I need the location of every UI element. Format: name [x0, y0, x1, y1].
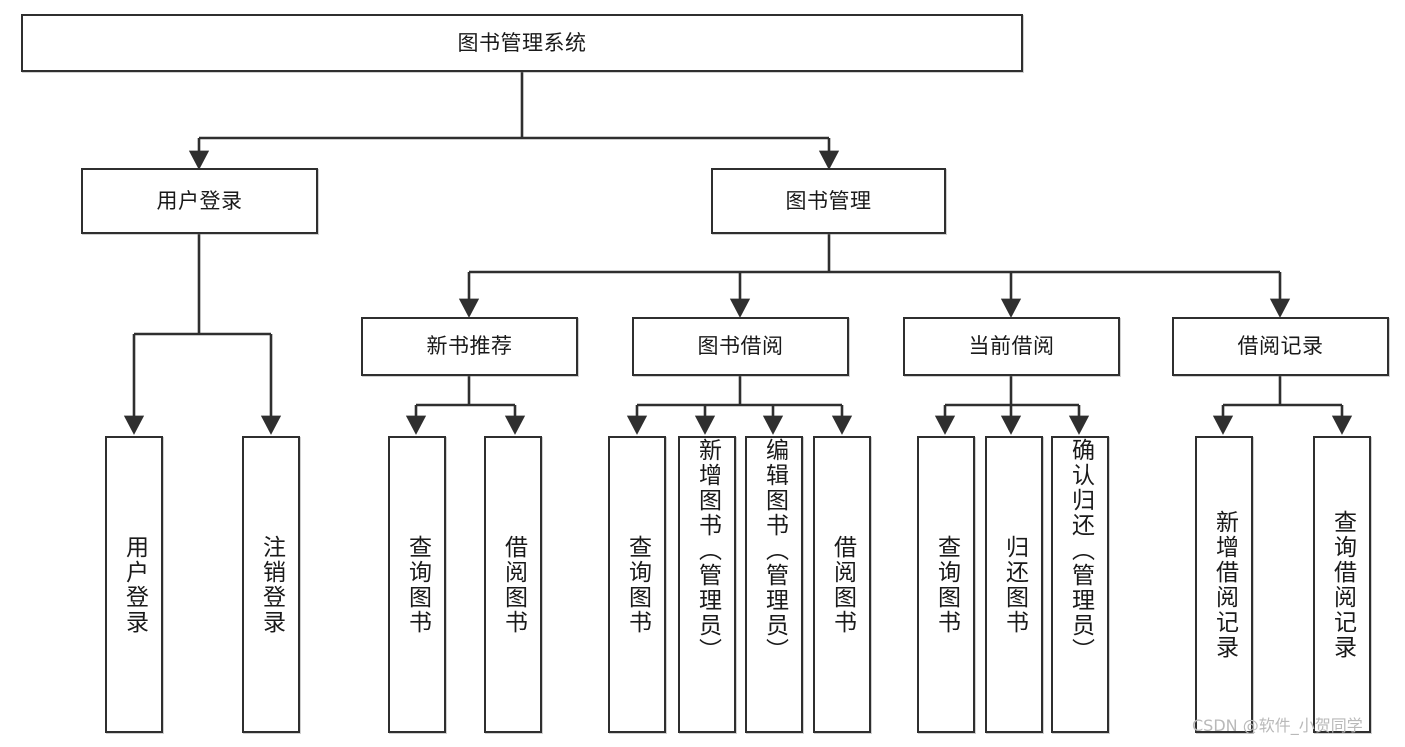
node-label: 查询图书 — [624, 534, 651, 635]
node-label: 用户登录 — [121, 534, 148, 635]
node-label: 借阅图书 — [829, 534, 856, 635]
node-leaf-add-book-admin[interactable]: 新增图书（管理员） — [678, 436, 736, 733]
node-label: 查询借阅记录 — [1329, 509, 1356, 660]
node-leaf-borrow-book-a[interactable]: 借阅图书 — [484, 436, 542, 733]
node-leaf-query-book-b[interactable]: 查询图书 — [608, 436, 666, 733]
node-label: 查询图书 — [404, 534, 431, 635]
node-label: 图书管理系统 — [457, 30, 587, 55]
node-user-login[interactable]: 用户登录 — [81, 168, 318, 234]
node-leaf-borrow-book-b[interactable]: 借阅图书 — [813, 436, 871, 733]
node-label: 新增图书（管理员） — [694, 438, 721, 663]
node-label: 编辑图书（管理员） — [761, 438, 788, 663]
node-label: 借阅记录 — [1237, 334, 1324, 359]
node-current-borrow[interactable]: 当前借阅 — [903, 317, 1120, 376]
node-leaf-return-book[interactable]: 归还图书 — [985, 436, 1043, 733]
watermark-text: CSDN @软件_小贺同学 — [1192, 716, 1363, 735]
node-label: 借阅图书 — [500, 534, 527, 635]
node-label: 图书管理 — [785, 188, 872, 213]
node-new-book-recommend[interactable]: 新书推荐 — [361, 317, 578, 376]
node-book-borrow[interactable]: 图书借阅 — [632, 317, 849, 376]
node-leaf-user-login[interactable]: 用户登录 — [105, 436, 163, 733]
node-borrow-record[interactable]: 借阅记录 — [1172, 317, 1389, 376]
node-label: 新增借阅记录 — [1211, 509, 1238, 660]
node-label: 新书推荐 — [426, 334, 513, 359]
node-label: 确认归还（管理员） — [1067, 438, 1094, 663]
node-label: 注销登录 — [258, 534, 285, 635]
node-leaf-query-book-a[interactable]: 查询图书 — [388, 436, 446, 733]
node-leaf-confirm-return-admin[interactable]: 确认归还（管理员） — [1051, 436, 1109, 733]
node-label: 查询图书 — [933, 534, 960, 635]
node-leaf-add-borrow-record[interactable]: 新增借阅记录 — [1195, 436, 1253, 733]
node-label: 图书借阅 — [697, 334, 784, 359]
node-root-system[interactable]: 图书管理系统 — [21, 14, 1023, 72]
node-leaf-query-borrow-record[interactable]: 查询借阅记录 — [1313, 436, 1371, 733]
node-label: 用户登录 — [156, 188, 243, 213]
node-label: 当前借阅 — [968, 334, 1055, 359]
node-book-management[interactable]: 图书管理 — [711, 168, 946, 234]
node-label: 归还图书 — [1001, 534, 1028, 635]
node-leaf-logout[interactable]: 注销登录 — [242, 436, 300, 733]
node-leaf-edit-book-admin[interactable]: 编辑图书（管理员） — [745, 436, 803, 733]
node-leaf-query-book-c[interactable]: 查询图书 — [917, 436, 975, 733]
